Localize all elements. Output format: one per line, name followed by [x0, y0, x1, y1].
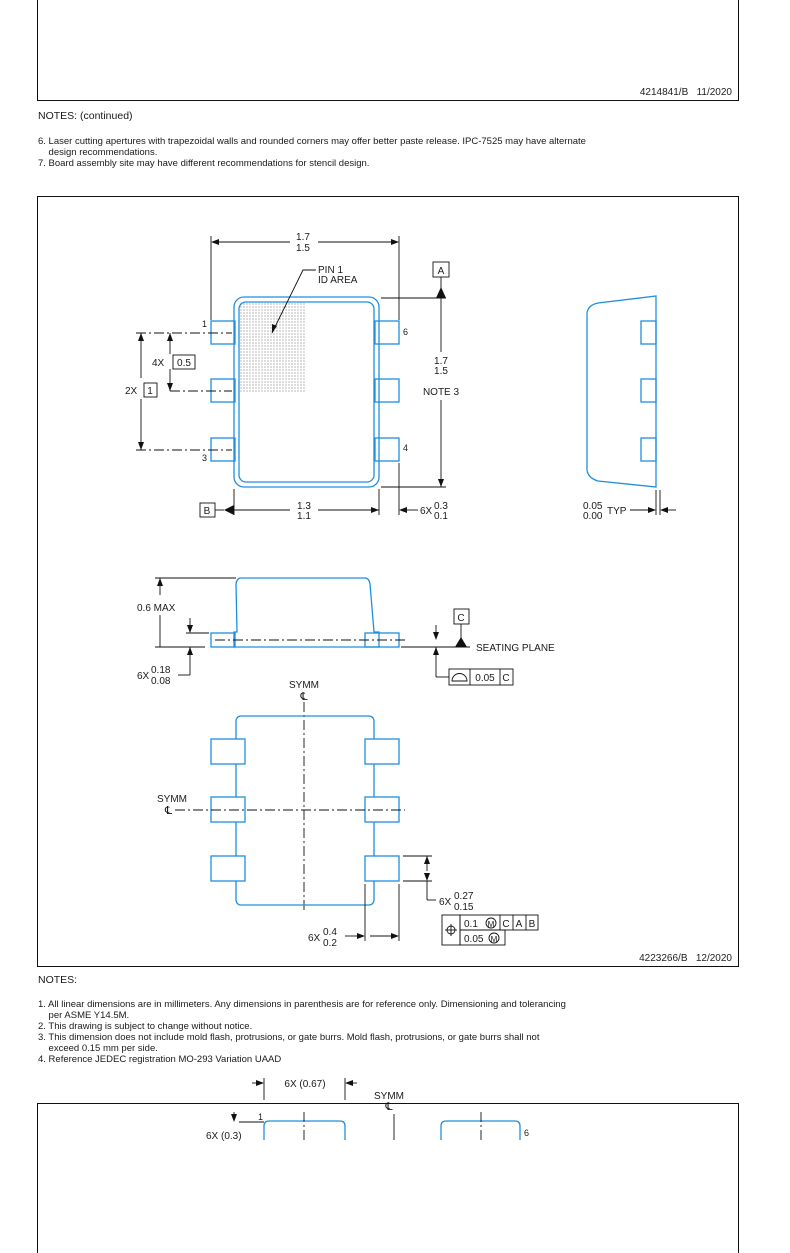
drawing-doc-id: 4223266/B 12/2020	[639, 953, 732, 964]
note-line: 4. Reference JEDEC registration MO-293 V…	[38, 1054, 282, 1065]
top-doc-id: 4214841/B 11/2020	[639, 87, 732, 98]
note-line: 6. Laser cutting apertures with trapezoi…	[38, 136, 586, 147]
symm-top-cl: ℄	[299, 691, 307, 703]
lead-pad	[374, 320, 400, 345]
pos-datum-c: C	[502, 919, 509, 930]
lead-pad	[374, 378, 400, 403]
pin-number-6: 6	[403, 327, 408, 337]
note-line: 1. All linear dimensions are in millimet…	[38, 999, 566, 1010]
side-typ: TYP	[607, 506, 627, 517]
symm-left-cl: ℄	[164, 805, 172, 817]
body-outline-inner	[238, 301, 375, 483]
body-outline-outer	[233, 296, 380, 488]
height-min: 1.5	[434, 366, 448, 377]
svg-text:M: M	[491, 935, 498, 944]
pad-w-max: 0.4	[323, 927, 337, 938]
span-prefix: 2X	[125, 386, 138, 397]
pin-6-label: 6	[524, 1128, 529, 1138]
symm-bottom-label: SYMM	[374, 1091, 404, 1102]
lead-pad	[210, 437, 236, 462]
pos-datum-b: B	[529, 919, 536, 930]
note-line: 2. This drawing is subject to change wit…	[38, 1021, 253, 1032]
pad-width-label: 6X (0.67)	[284, 1079, 325, 1090]
body-min: 1.1	[297, 511, 311, 522]
note-line: exceed 0.15 mm per side.	[38, 1043, 158, 1054]
body-max: 1.3	[297, 501, 311, 512]
lead-pad	[374, 437, 400, 462]
pad-height-label: 6X (0.3)	[206, 1131, 242, 1142]
lead-pad	[210, 320, 236, 345]
pad-len-min: 0.15	[454, 902, 474, 913]
datum-b: B	[204, 506, 211, 517]
width-min: 1.5	[296, 243, 310, 254]
width-max: 1.7	[296, 232, 310, 243]
pin-number-4: 4	[403, 443, 408, 453]
lead-min: 0.1	[434, 511, 448, 522]
side-min: 0.00	[583, 511, 603, 522]
pad-len-prefix: 6X	[439, 897, 452, 908]
pitch-value: 0.5	[177, 358, 191, 369]
thick-prefix: 6X	[137, 671, 150, 682]
note-line: per ASME Y14.5M.	[38, 1010, 130, 1021]
land-pattern-frame	[37, 1103, 739, 1253]
land-pattern-view: 6X (0.67) SYMM ℄ 1 6X (0.3) 6	[206, 1078, 529, 1142]
lead-pad	[210, 378, 236, 403]
side-view: 0.05 0.00 TYP	[583, 295, 676, 522]
flatness-datum: C	[502, 673, 509, 684]
pin-number-1: 1	[202, 319, 207, 329]
pin1-label-2: ID AREA	[318, 275, 358, 286]
pin1-id-area	[240, 303, 306, 393]
flatness-value: 0.05	[475, 673, 495, 684]
symm-top-label: SYMM	[289, 680, 319, 691]
pos-datum-a: A	[516, 919, 523, 930]
notes-continued-title: NOTES: (continued)	[38, 110, 133, 122]
thick-min: 0.08	[151, 676, 171, 687]
notes-title: NOTES:	[38, 974, 78, 986]
pad-w-min: 0.2	[323, 938, 337, 949]
pin1-label-1: PIN 1	[318, 265, 343, 276]
package-drawing-frame: 4223266/B 12/2020	[37, 196, 739, 967]
thick-max: 0.18	[151, 665, 171, 676]
bottom-view: SYMM ℄ SYMM ℄ 6X 0.27 0.15 0.1	[157, 680, 539, 949]
note-line: 7. Board assembly site may have differen…	[38, 158, 370, 169]
height-max: 1.7	[434, 356, 448, 367]
datum-a: A	[438, 266, 445, 277]
svg-text:M: M	[488, 920, 495, 929]
height-max-label: 0.6 MAX	[137, 603, 176, 614]
svg-text:℄: ℄	[384, 1101, 392, 1113]
side-max: 0.05	[583, 501, 603, 512]
profile-view: 0.6 MAX 6X 0.18 0.08 C SEATING PLANE 0.0…	[137, 577, 555, 687]
symm-left-label: SYMM	[157, 794, 187, 805]
note-line: 3. This dimension does not include mold …	[38, 1032, 540, 1043]
pos-tol-1: 0.1	[464, 919, 478, 930]
top-view: 1.7 1.5 PIN 1 ID AREA A 1.7 1.5 NOTE 3 1…	[125, 232, 459, 522]
datum-c: C	[457, 613, 464, 624]
pin-number-3: 3	[202, 453, 207, 463]
pad-len-max: 0.27	[454, 891, 474, 902]
pin-1-label: 1	[258, 1112, 263, 1122]
top-drawing-frame: 4214841/B 11/2020	[37, 0, 739, 101]
note-line: design recommendations.	[38, 147, 158, 158]
seating-plane-label: SEATING PLANE	[476, 643, 555, 654]
span-value: 1	[147, 386, 153, 397]
lead-prefix: 6X	[420, 506, 433, 517]
height-note: NOTE 3	[423, 387, 460, 398]
pitch-prefix: 4X	[152, 358, 165, 369]
pos-tol-2: 0.05	[464, 934, 484, 945]
lead-max: 0.3	[434, 501, 448, 512]
pad-w-prefix: 6X	[308, 933, 321, 944]
